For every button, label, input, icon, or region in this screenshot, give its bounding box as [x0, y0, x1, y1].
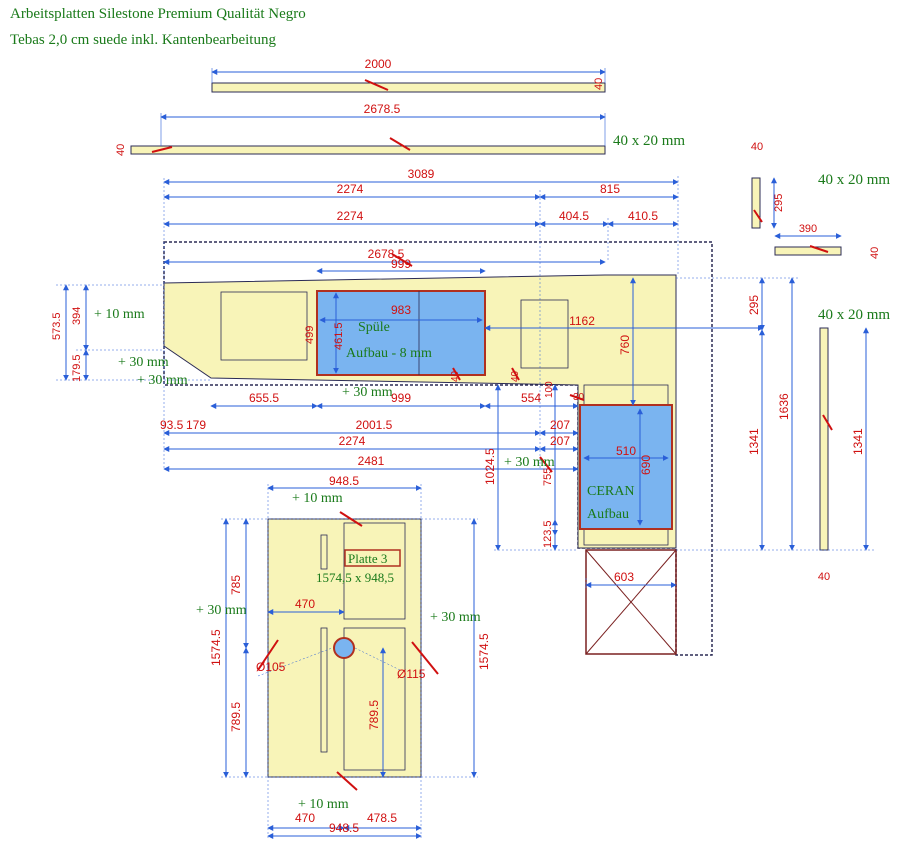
- edge-strip-2678: 2678.5 40 40 x 20 mm: [115, 102, 685, 156]
- label-plus30-d: + 30 mm: [504, 455, 555, 470]
- plate3-plus30-left: + 30 mm: [196, 603, 247, 618]
- dim-2678-strip: 2678.5: [364, 102, 401, 116]
- label-plus30-a: + 30 mm: [118, 355, 169, 370]
- plate3-dimension-lines: [223, 485, 477, 839]
- main-extension-lines: [56, 176, 875, 590]
- dim-93-5: 93.5: [160, 418, 184, 432]
- dim-815: 815: [600, 182, 620, 196]
- dim-179: 179: [186, 418, 206, 432]
- dim-plate3-b948-5: 948.5: [329, 821, 359, 835]
- dim-plate3-h-right: 1574.5: [477, 633, 491, 670]
- dim-179-5: 179.5: [71, 354, 83, 382]
- sink-label: Spüle: [358, 320, 390, 335]
- ceran-label: CERAN: [587, 484, 634, 499]
- dim-2274-b: 2274: [339, 434, 366, 448]
- edge-strip-2000: 2000 40: [211, 57, 606, 93]
- dim-461-5: 461.5: [333, 322, 345, 350]
- dim-small2-len: 390: [799, 223, 817, 235]
- right-vertical-strip: 40 x 20 mm 1341 40: [818, 307, 891, 583]
- ceran-sub-label: Aufbau: [587, 507, 629, 522]
- dim-603: 603: [614, 570, 634, 584]
- dim-right-1341: 1341: [851, 428, 865, 455]
- dim-207-b: 207: [550, 434, 570, 448]
- strip2-size-label: 40 x 20 mm: [613, 133, 685, 149]
- dim-404-5: 404.5: [559, 209, 589, 223]
- dim-ceran-690: 690: [639, 455, 653, 475]
- plate3-plus10-top: + 10 mm: [292, 491, 343, 506]
- title-line-2: Tebas 2,0 cm suede inkl. Kantenbearbeitu…: [10, 32, 276, 48]
- dim-strip1-thick: 40: [593, 78, 605, 90]
- label-plus30-c: + 30 mm: [342, 385, 393, 400]
- plate3-plus10-bottom: + 10 mm: [298, 797, 349, 812]
- label-plus10-main: + 10 mm: [94, 307, 145, 322]
- dim-410-5: 410.5: [628, 209, 658, 223]
- dim-plate3-h-left: 1574.5: [209, 629, 223, 666]
- dim-1162: 1162: [569, 314, 595, 328]
- plate3-size: 1574,5 x 948,5: [316, 570, 394, 585]
- dim-207-a: 207: [550, 418, 570, 432]
- dim-394: 394: [71, 307, 83, 325]
- dim-40-a: 40: [450, 370, 461, 382]
- small-horizontal-strip: 390 40: [774, 223, 881, 259]
- dim-573-5: 573.5: [51, 312, 63, 340]
- dim-755: 755: [542, 468, 554, 486]
- dim-1636: 1636: [777, 393, 791, 420]
- dim-plate3-b478-5: 478.5: [367, 811, 397, 825]
- right-size-label: 40 x 20 mm: [818, 307, 890, 323]
- small-size-label: 40 x 20 mm: [818, 172, 890, 188]
- label-plus30-b: + 30 mm: [137, 373, 188, 388]
- dim-1024-5: 1024.5: [483, 448, 497, 485]
- dim-2000: 2000: [365, 57, 392, 71]
- dim-655-5: 655.5: [249, 391, 279, 405]
- dim-499: 499: [304, 326, 316, 344]
- dim-plate3-789-5-a: 789.5: [229, 702, 243, 732]
- main-dimension-labels: 3089 2274 815 2274 404.5 410.5 2678.5 99…: [51, 167, 791, 584]
- dim-2274-a: 2274: [337, 182, 364, 196]
- dim-30: 30: [573, 392, 585, 403]
- dim-3089: 3089: [408, 167, 435, 181]
- title-line-1: Arbeitsplatten Silestone Premium Qualitä…: [10, 6, 306, 22]
- main-dimension-lines: [63, 179, 795, 588]
- dim-100: 100: [544, 381, 555, 398]
- dim-plate3-d115: Ø115: [397, 667, 426, 681]
- plate3-label: Platte 3: [348, 551, 387, 566]
- dim-2678-top: 2678.5: [368, 247, 405, 261]
- main-worktop: Spüle Aufbau - 8 mm CERAN Aufbau: [163, 241, 713, 656]
- dim-plate3-width: 948.5: [329, 474, 359, 488]
- dim-plate3-470: 470: [295, 597, 315, 611]
- dim-small-h: 295: [773, 194, 785, 212]
- dim-295: 295: [747, 295, 761, 315]
- dim-small2-thick: 40: [869, 247, 881, 259]
- plate3-labels: 948.5 + 10 mm + 30 mm + 30 mm + 10 mm 15…: [196, 474, 491, 835]
- dim-999-sink: 999: [391, 257, 411, 271]
- small-vertical-strip: 40 295 40 x 20 mm: [751, 141, 890, 229]
- dim-2001-5: 2001.5: [356, 418, 393, 432]
- dim-right-thick: 40: [818, 571, 830, 583]
- dim-plate3-d105: Ø105: [256, 660, 286, 674]
- dim-plate3-785: 785: [229, 575, 243, 595]
- dim-1341: 1341: [747, 428, 761, 455]
- dim-554: 554: [521, 391, 541, 405]
- dim-999-b: 999: [391, 391, 411, 405]
- plate3-plus30-right: + 30 mm: [430, 610, 481, 625]
- sink-sub-label: Aufbau - 8 mm: [346, 346, 432, 361]
- dim-ceran-510: 510: [616, 444, 636, 458]
- dim-983: 983: [391, 303, 411, 317]
- dim-plate3-b470: 470: [295, 811, 315, 825]
- dim-123-5: 123.5: [542, 520, 554, 548]
- plate-3: Platte 3 1574,5 x 948,5: [267, 518, 422, 778]
- dim-2481: 2481: [358, 454, 385, 468]
- dim-40-b: 40: [510, 370, 521, 382]
- dim-plate3-789-5-b: 789.5: [367, 700, 381, 730]
- dim-760: 760: [618, 335, 632, 355]
- dim-2274-c: 2274: [337, 209, 364, 223]
- dim-small-top: 40: [751, 141, 763, 153]
- dim-strip2-thick: 40: [115, 144, 127, 156]
